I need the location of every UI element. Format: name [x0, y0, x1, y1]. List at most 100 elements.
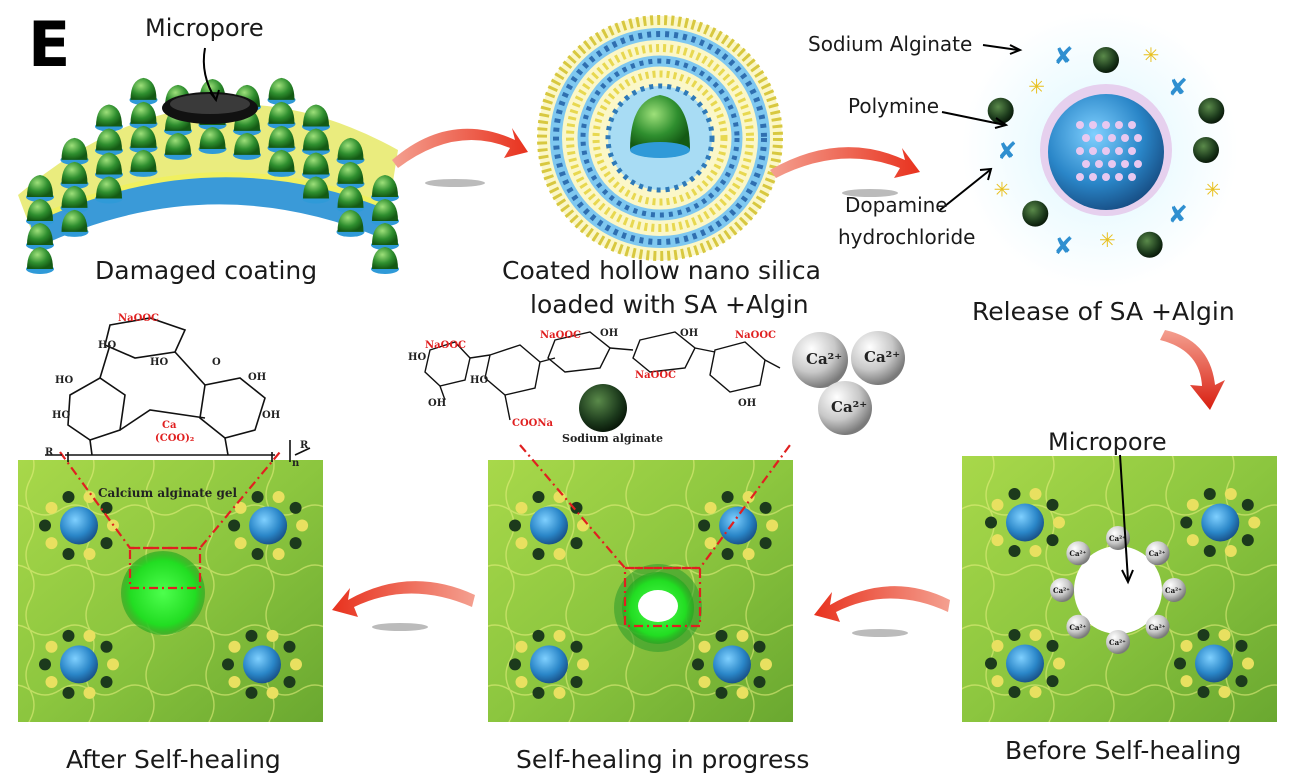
chem-oh-6: OH	[738, 398, 757, 409]
pointer-micropore-right	[1119, 454, 1129, 581]
capsule-cluster	[1180, 487, 1261, 558]
caption-progress: Self-healing in progress	[516, 745, 810, 774]
release-illustration: ✳✘✳✘✳✘✳✘✳✘	[962, 12, 1238, 288]
coating-bead	[60, 185, 89, 213]
coating-beads	[26, 77, 399, 274]
label-dopamine-1: Dopamine	[845, 193, 948, 217]
caption-coated-1: Coated hollow nano silica	[502, 256, 821, 285]
coating-bead	[164, 132, 192, 160]
healed-gel	[121, 551, 205, 635]
capsule-cluster	[692, 629, 772, 699]
arrow-3	[1160, 330, 1225, 410]
label-calcium-gel: Calcium alginate gel	[98, 486, 238, 500]
svg-text:Ca²⁺: Ca²⁺	[1053, 586, 1070, 595]
chem-naooc-4: NaOOC	[635, 370, 677, 381]
coating-bead	[95, 176, 123, 204]
coating-bead	[336, 209, 365, 237]
chem-r-1: R	[45, 447, 54, 458]
coating-bead	[371, 223, 399, 250]
coating-bead	[302, 104, 330, 132]
ion-label-3: Ca²⁺	[831, 398, 868, 416]
svg-text:Ca²⁺: Ca²⁺	[1149, 549, 1166, 558]
coating-bead	[60, 137, 89, 165]
calcium-ion-1	[792, 332, 848, 388]
coating-bead	[302, 176, 330, 204]
coating-bead	[336, 161, 365, 189]
chem-r-2: R	[300, 440, 309, 451]
arrow-1	[392, 128, 528, 168]
capsule-cluster	[222, 629, 302, 699]
capsule-cluster	[228, 490, 309, 561]
panel-letter: E	[28, 8, 71, 81]
chem-naooc-5: NaOOC	[735, 330, 777, 341]
svg-text:✘: ✘	[1053, 42, 1073, 70]
coating-bead	[129, 149, 158, 177]
chem-ho-6: HO	[470, 375, 489, 386]
svg-text:✘: ✘	[1053, 232, 1073, 260]
coated-silica-illustration	[537, 15, 783, 261]
coating-bead	[267, 77, 296, 105]
svg-text:✳: ✳	[1143, 43, 1160, 67]
chem-ca: Ca	[162, 420, 177, 431]
capsule-cluster	[1174, 628, 1254, 699]
caption-after: After Self-healing	[66, 745, 281, 774]
leaf-panel-before: Ca²⁺Ca²⁺Ca²⁺Ca²⁺Ca²⁺Ca²⁺Ca²⁺Ca²⁺	[962, 456, 1277, 722]
svg-text:Ca²⁺: Ca²⁺	[1109, 638, 1126, 647]
label-micropore-right: Micropore	[1048, 428, 1167, 456]
chem-ho-3: HO	[55, 375, 74, 386]
label-pointers	[202, 44, 1134, 585]
coating-bead	[129, 101, 158, 129]
svg-text:Ca²⁺: Ca²⁺	[1109, 534, 1126, 543]
chem-structure-middle	[424, 331, 781, 421]
svg-text:✳: ✳	[1028, 74, 1045, 98]
pointer-polymine	[941, 111, 1006, 126]
coating-bead	[95, 128, 123, 156]
coating-bead	[60, 209, 89, 237]
label-sodium-alginate: Sodium Alginate	[808, 32, 973, 56]
coating-bead	[95, 104, 123, 132]
leaf-panel-progress	[488, 460, 793, 722]
caption-before: Before Self-healing	[1005, 736, 1242, 765]
coating-bead	[26, 175, 54, 202]
chem-oh-3: OH	[428, 398, 447, 409]
capsule-cluster	[985, 628, 1065, 699]
svg-text:✳: ✳	[994, 177, 1011, 201]
chem-structure-left	[45, 317, 311, 462]
capsule-cluster	[509, 629, 589, 699]
coating-bead	[267, 101, 296, 129]
coating-bead	[371, 175, 399, 202]
chem-naooc-1: NaOOC	[118, 313, 160, 324]
damaged-coating-illustration	[18, 77, 399, 274]
caption-damaged: Damaged coating	[95, 256, 318, 285]
leaf-panel-after	[18, 460, 323, 722]
calcium-ion-small	[1066, 541, 1091, 566]
calcium-ion-small	[1106, 630, 1130, 654]
capsule-cluster	[39, 629, 119, 699]
pointer-dopamine	[939, 169, 991, 211]
flow-arrows	[332, 128, 1225, 637]
calcium-ion-ring: Ca²⁺Ca²⁺Ca²⁺Ca²⁺Ca²⁺Ca²⁺Ca²⁺Ca²⁺	[1050, 526, 1186, 654]
coating-bead	[371, 199, 399, 226]
coating-bead	[129, 77, 158, 105]
coating-bead	[371, 247, 399, 274]
chem-coo2: (COO)₂	[155, 433, 195, 444]
coating-bead	[267, 149, 296, 177]
capsule-pores	[1076, 121, 1142, 181]
coating-bead	[26, 199, 54, 226]
zoom-guides	[59, 444, 791, 628]
coating-bead	[336, 137, 365, 165]
label-polymine: Polymine	[848, 94, 939, 118]
calcium-ion-3	[818, 381, 872, 435]
svg-text:✘: ✘	[997, 137, 1017, 165]
coating-bead	[95, 152, 123, 180]
calcium-ion-2	[851, 331, 905, 385]
coating-bead	[198, 127, 227, 154]
chem-oh-1: OH	[248, 372, 267, 383]
svg-text:✘: ✘	[1168, 73, 1188, 101]
ion-label-2: Ca²⁺	[864, 348, 901, 366]
sodium-alginate-bead	[579, 384, 627, 432]
chem-n: n	[292, 458, 300, 469]
coating-bead	[267, 125, 296, 153]
capsule-cluster	[698, 490, 779, 561]
